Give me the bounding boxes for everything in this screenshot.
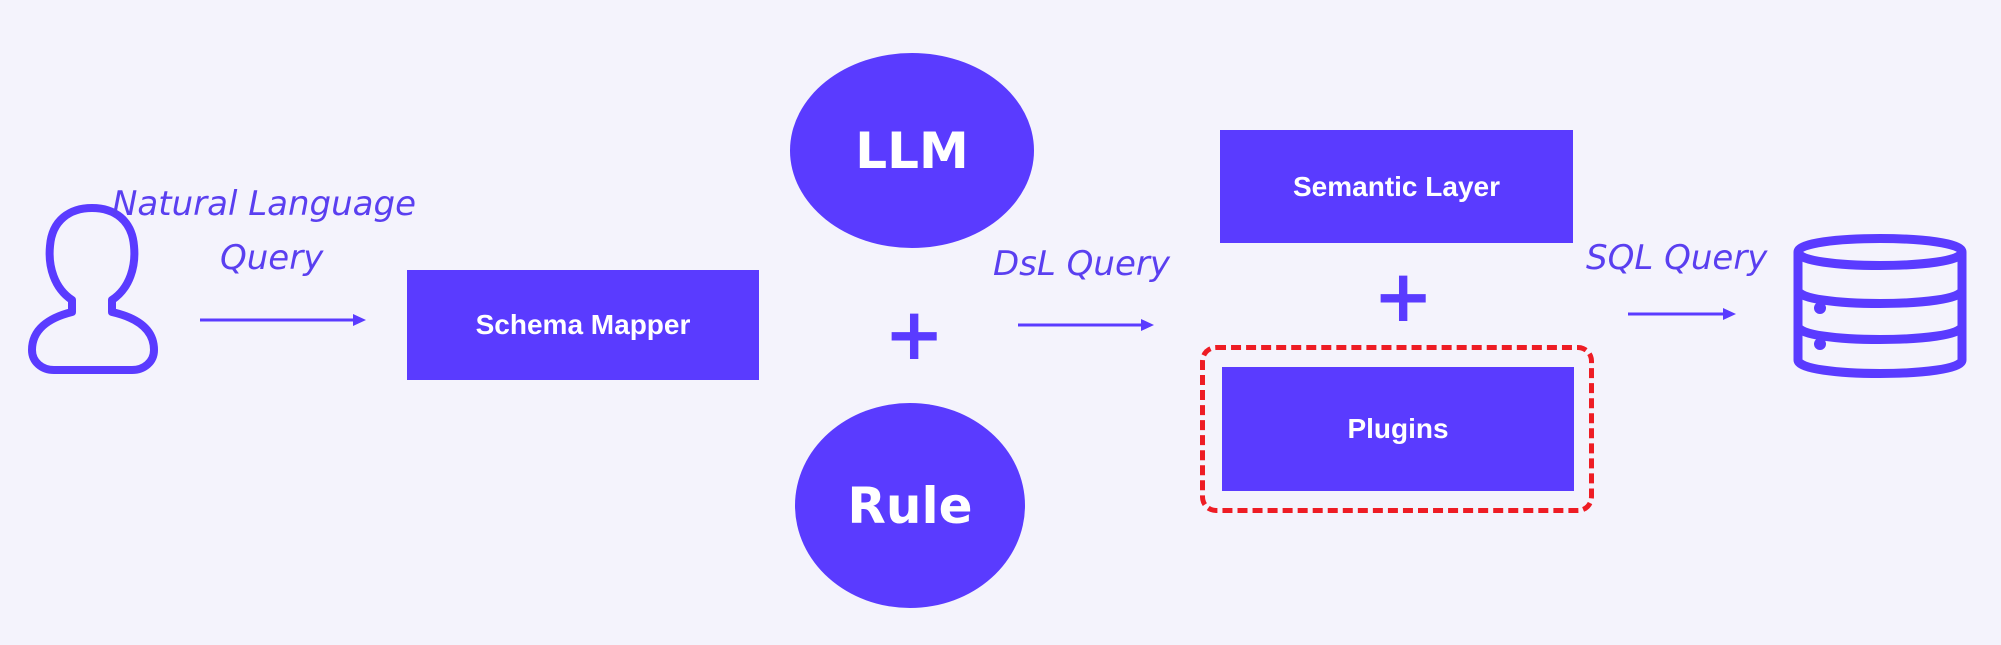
arrow-to-semantic-layer [1018,319,1154,331]
plus-sign-center: + [884,292,945,376]
natural-language-label: Natural Language [112,184,417,224]
arrow-to-schema-mapper [200,314,366,326]
llm-label: LLM [855,121,969,180]
plus-sign-right: + [1373,254,1434,338]
rule-circle: Rule [795,403,1025,608]
plugins-box: Plugins [1222,367,1574,491]
schema-mapper-box: Schema Mapper [407,270,759,380]
database-icon [1793,234,1967,378]
schema-mapper-label: Schema Mapper [475,309,691,340]
user-icon [28,204,158,374]
semantic-layer-box: Semantic Layer [1220,130,1573,243]
arrow-to-database [1628,308,1736,320]
llm-circle: LLM [790,53,1034,248]
query-label: Query [220,238,324,278]
semantic-layer-label: Semantic Layer [1293,170,1500,202]
plugins-label: Plugins [1347,413,1449,444]
sql-query-label: SQL Query [1586,238,1768,278]
plugins-highlight-frame [1200,345,1594,513]
rule-label: Rule [847,476,973,535]
dsl-query-label: DsL Query [993,244,1170,284]
